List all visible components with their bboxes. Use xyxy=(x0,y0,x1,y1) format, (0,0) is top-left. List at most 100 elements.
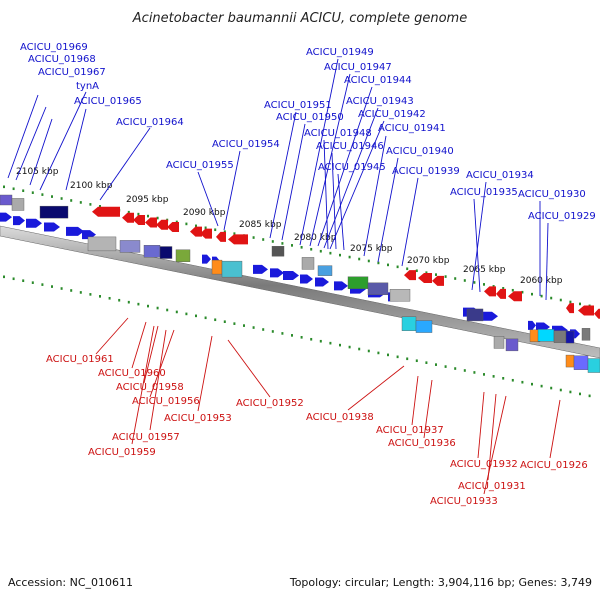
track-lower-dots xyxy=(31,281,34,284)
track-lower-dots xyxy=(156,306,159,310)
annotation-block xyxy=(347,276,369,289)
leader-line-forward xyxy=(473,198,481,293)
annotation-block xyxy=(143,245,161,258)
leader-line-forward xyxy=(99,127,151,201)
track-upper-dots xyxy=(271,240,274,243)
forward-gene-arrow xyxy=(315,277,329,287)
track-lower-dots xyxy=(588,394,591,398)
track-upper-dots xyxy=(435,273,437,276)
annotation-block xyxy=(401,316,417,331)
annotation-block xyxy=(271,246,285,257)
track-lower-dots xyxy=(70,289,73,292)
leader-line-forward xyxy=(401,177,419,267)
leader-line-forward xyxy=(197,171,219,227)
leader-line-forward xyxy=(323,139,329,250)
track-upper-dots xyxy=(463,279,466,282)
track-upper-dots xyxy=(387,263,389,267)
leader-line-reverse xyxy=(483,395,507,495)
reverse-gene-arrow xyxy=(156,219,168,230)
forward-gene-label: ACICU_01955 xyxy=(166,160,234,171)
track-upper-dots xyxy=(444,275,447,278)
leader-line-reverse xyxy=(347,365,405,411)
leader-line-forward xyxy=(65,108,87,191)
track-upper-dots xyxy=(99,205,101,208)
reverse-gene-label: ACICU_01953 xyxy=(164,413,232,424)
leader-line-reverse xyxy=(227,339,271,398)
track-upper-dots xyxy=(300,246,303,249)
forward-gene-label: ACICU_01944 xyxy=(344,75,412,86)
track-upper-dots xyxy=(60,197,63,200)
track-lower-dots xyxy=(89,293,92,296)
annotation-block xyxy=(581,328,591,341)
reverse-gene-label: ACICU_01938 xyxy=(306,412,374,423)
track-lower-dots xyxy=(22,279,25,283)
track-lower-dots xyxy=(531,382,533,386)
track-upper-dots xyxy=(41,193,44,196)
reverse-gene-arrow xyxy=(133,215,145,226)
track-upper-dots xyxy=(31,191,34,194)
annotation-block xyxy=(221,260,243,278)
scale-tick-label: 2060 kbp xyxy=(520,276,563,286)
annotation-block xyxy=(119,240,141,253)
leader-line-reverse xyxy=(549,399,561,459)
reverse-gene-label: ACICU_01936 xyxy=(388,438,456,449)
leader-line-forward xyxy=(471,181,487,291)
reverse-gene-arrow xyxy=(92,206,120,217)
reverse-gene-arrow xyxy=(190,226,202,237)
track-upper-dots xyxy=(377,261,380,265)
annotation-block xyxy=(505,338,519,352)
forward-gene-label: ACICU_01964 xyxy=(116,117,184,128)
track-lower-dots xyxy=(425,361,428,364)
track-upper-dots xyxy=(137,212,140,216)
track-lower-dots xyxy=(300,336,303,339)
forward-gene-label: ACICU_01949 xyxy=(306,47,374,58)
forward-gene-arrow xyxy=(528,320,536,330)
track-upper-dots xyxy=(262,238,265,241)
forward-gene-arrow xyxy=(270,268,284,278)
track-upper-dots xyxy=(204,226,207,230)
annotation-block xyxy=(11,198,25,211)
track-lower-dots xyxy=(51,285,53,288)
track-lower-dots xyxy=(127,300,130,304)
forward-gene-arrow xyxy=(44,222,60,232)
forward-gene-labels: ACICU_01969ACICU_01968ACICU_01967tynAACI… xyxy=(20,42,596,222)
reverse-gene-arrow xyxy=(167,221,179,232)
track-lower-dots xyxy=(454,367,457,370)
track-lower-dots xyxy=(406,357,409,361)
reverse-gene-arrow xyxy=(404,270,416,281)
reverse-gene-label: ACICU_01960 xyxy=(98,368,166,379)
reverse-gene-arrow xyxy=(496,288,506,299)
leader-line-forward xyxy=(323,107,379,249)
track-lower-dots xyxy=(79,291,82,294)
forward-gene-label: ACICU_01943 xyxy=(346,96,414,107)
track-lower-dots xyxy=(195,314,197,318)
track-lower-dots xyxy=(166,308,169,312)
reverse-gene-label: ACICU_01957 xyxy=(112,432,180,443)
track-lower-dots xyxy=(137,302,140,306)
track-lower-dots xyxy=(396,355,399,359)
annotation-block xyxy=(317,265,333,276)
annotation-block xyxy=(573,355,589,370)
leader-line-forward xyxy=(29,118,53,186)
leader-line-reverse xyxy=(197,335,213,412)
track-lower-dots xyxy=(511,378,514,382)
track-upper-dots xyxy=(252,236,255,239)
track-upper-dots xyxy=(147,214,149,218)
forward-gene-label: ACICU_01968 xyxy=(28,54,96,65)
track-upper-dots xyxy=(502,287,505,290)
track-lower-dots xyxy=(569,390,572,394)
forward-gene-label: ACICU_01967 xyxy=(38,67,106,78)
forward-gene-label: ACICU_01950 xyxy=(276,112,344,123)
track-upper-dots xyxy=(175,220,178,224)
track-lower-dots xyxy=(281,332,284,335)
leader-line-forward xyxy=(545,222,549,301)
forward-gene-label: ACICU_01954 xyxy=(212,139,280,150)
annotation-block xyxy=(367,282,389,296)
track-lower-dots xyxy=(243,324,245,327)
track-upper-dots xyxy=(406,267,409,271)
forward-gene-arrow xyxy=(13,216,25,226)
track-upper-dots xyxy=(425,271,428,274)
track-upper-dots xyxy=(473,281,476,284)
track-upper-dots xyxy=(12,187,15,191)
reverse-gene-arrow xyxy=(578,305,594,316)
